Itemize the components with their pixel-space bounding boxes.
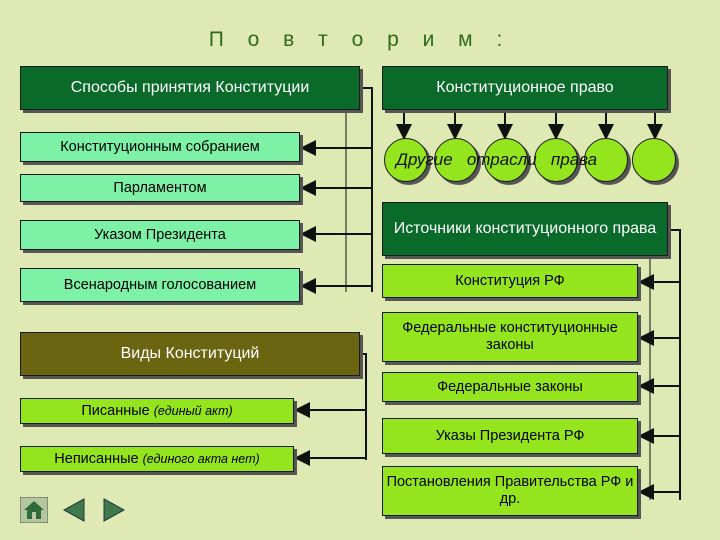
type-label: Писанные [81,402,150,419]
sources-header: Источники конституционного права [382,202,668,256]
circle-node [384,138,428,182]
type-label: Неписанные [54,450,139,467]
other-branches-label: Другие отрасли права [396,150,666,170]
source-item: Федеральные конституционные законы [382,312,638,362]
type-note: (единого акта нет) [142,451,260,466]
method-item: Парламентом [20,174,300,202]
source-item: Постановления Правительства РФ и др. [382,466,638,516]
page-title: П о в т о р и м : [208,28,512,51]
methods-header: Способы принятия Конституции [20,66,360,110]
source-item: Указы Президента РФ [382,418,638,454]
circle-node [534,138,578,182]
circle-node [584,138,628,182]
law-header: Конституционное право [382,66,668,110]
type-note: (единый акт) [153,403,233,418]
arrow-left-icon[interactable] [60,497,88,523]
type-item-unwritten: Неписанные (единого акта нет) [20,446,294,472]
type-item-written: Писанные (единый акт) [20,398,294,424]
types-header: Виды Конституций [20,332,360,376]
method-item: Указом Президента [20,220,300,250]
method-item: Конституционным собранием [20,132,300,162]
arrow-right-icon[interactable] [100,497,128,523]
method-item: Всенародным голосованием [20,268,300,302]
source-item: Конституция РФ [382,264,638,298]
home-icon[interactable] [20,497,48,523]
source-item: Федеральные законы [382,372,638,402]
circle-word: Другие [396,150,453,169]
circle-node [484,138,528,182]
circle-word: отрасли [466,150,537,169]
circle-word: права [550,150,598,169]
circle-node [632,138,676,182]
circle-node [434,138,478,182]
